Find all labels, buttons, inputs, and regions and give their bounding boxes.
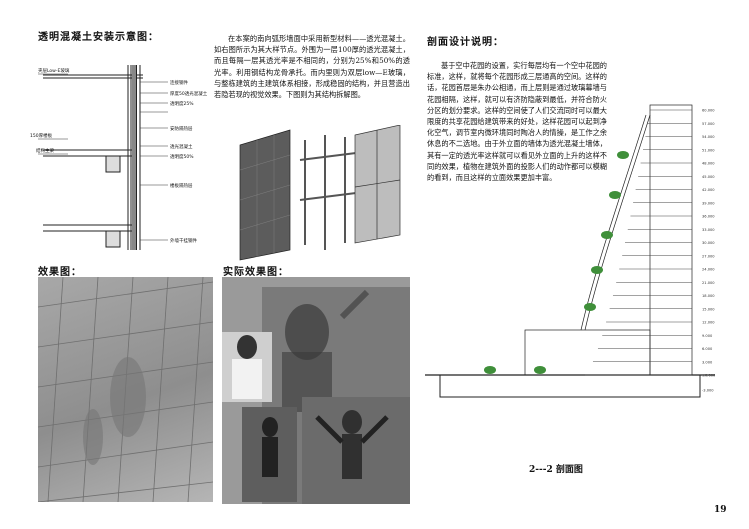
elevation-label: 60.000: [702, 109, 715, 113]
section-caption: 2---2 剖面图: [529, 465, 583, 475]
label-main-beam: 结构主梁: [36, 147, 54, 154]
install-diagram-title: 透明混凝土安装示意图：: [38, 32, 159, 43]
elevation-label: 12.000: [702, 321, 715, 325]
elevation-label: 45.000: [702, 175, 715, 179]
elevation-label: ±0.000: [702, 374, 716, 378]
intro-paragraph: 在本案的南向弧形墙面中采用新型材料——透光混凝土。如右图所示为其大样节点。外围为…: [214, 34, 410, 100]
elevation-label: 42.000: [702, 188, 715, 192]
elevation-label: 9.000: [702, 334, 713, 338]
elevation-label: 24.000: [702, 268, 715, 272]
elevation-label: 57.000: [702, 122, 715, 126]
label-glass: 夹层Low-E玻璃: [38, 67, 70, 74]
elevation-label: 18.000: [702, 294, 715, 298]
actual-effect-title: 实际效果图：: [223, 267, 289, 278]
elevation-label: -3.000: [702, 389, 714, 393]
label-concrete-50: 厚度50透光混凝土: [170, 90, 208, 97]
tree-icon: [617, 151, 629, 159]
label-exterior-steel: 外墙干挂钢件: [170, 237, 197, 244]
elevation-label: 36.000: [702, 215, 715, 219]
tree-icon: [584, 303, 596, 311]
tree-icon: [534, 366, 546, 374]
section-desc-paragraph: 基于空中花园的设置，实行每层均有一个空中花园的标准，这样，就将每个花园形成三层通…: [427, 61, 607, 183]
elevation-label: 30.000: [702, 241, 715, 245]
actual-effect-image: [222, 277, 410, 504]
label-connector: 连接钢件: [170, 79, 188, 86]
tree-icon: [609, 191, 621, 199]
effect-title: 效果图：: [38, 267, 82, 278]
exploded-axon-drawing: [239, 125, 401, 261]
tree-icon: [591, 266, 603, 274]
elevation-label: 6.000: [702, 347, 713, 351]
elevation-label: 48.000: [702, 162, 715, 166]
section-desc-title: 剖面设计说明：: [427, 37, 504, 48]
label-floor-insulation: 楼板隔热层: [170, 182, 193, 189]
label-insulation: 安防隔热层: [170, 125, 193, 132]
tree-icon: [601, 231, 613, 239]
effect-image: [38, 277, 213, 502]
install-diagram: 夹层Low-E玻璃 连接钢件 厚度50透光混凝土 透明度25% 安防隔热层 透光…: [30, 65, 208, 250]
elevation-label: 21.000: [702, 281, 715, 285]
elevation-label: 39.000: [702, 201, 715, 205]
elevation-label: 3.000: [702, 360, 713, 364]
elevation-label: 27.000: [702, 254, 715, 258]
elevation-label: 54.000: [702, 135, 715, 139]
label-slab: 150厚楼板: [30, 132, 53, 139]
label-transparency-25: 透明度25%: [170, 100, 194, 107]
page-number: 19: [714, 505, 727, 515]
elevation-label: 33.000: [702, 228, 715, 232]
elevation-label: 51.000: [702, 148, 715, 152]
section-drawing: 60.000 57.000 54.000 51.000 48.000 45.000 42.0…: [425, 104, 716, 398]
label-transparency-50: 透明度50%: [170, 153, 194, 160]
elevation-label: 15.000: [702, 307, 715, 311]
tree-icon: [484, 366, 496, 374]
label-transparent-concrete: 透光混凝土: [170, 143, 193, 150]
